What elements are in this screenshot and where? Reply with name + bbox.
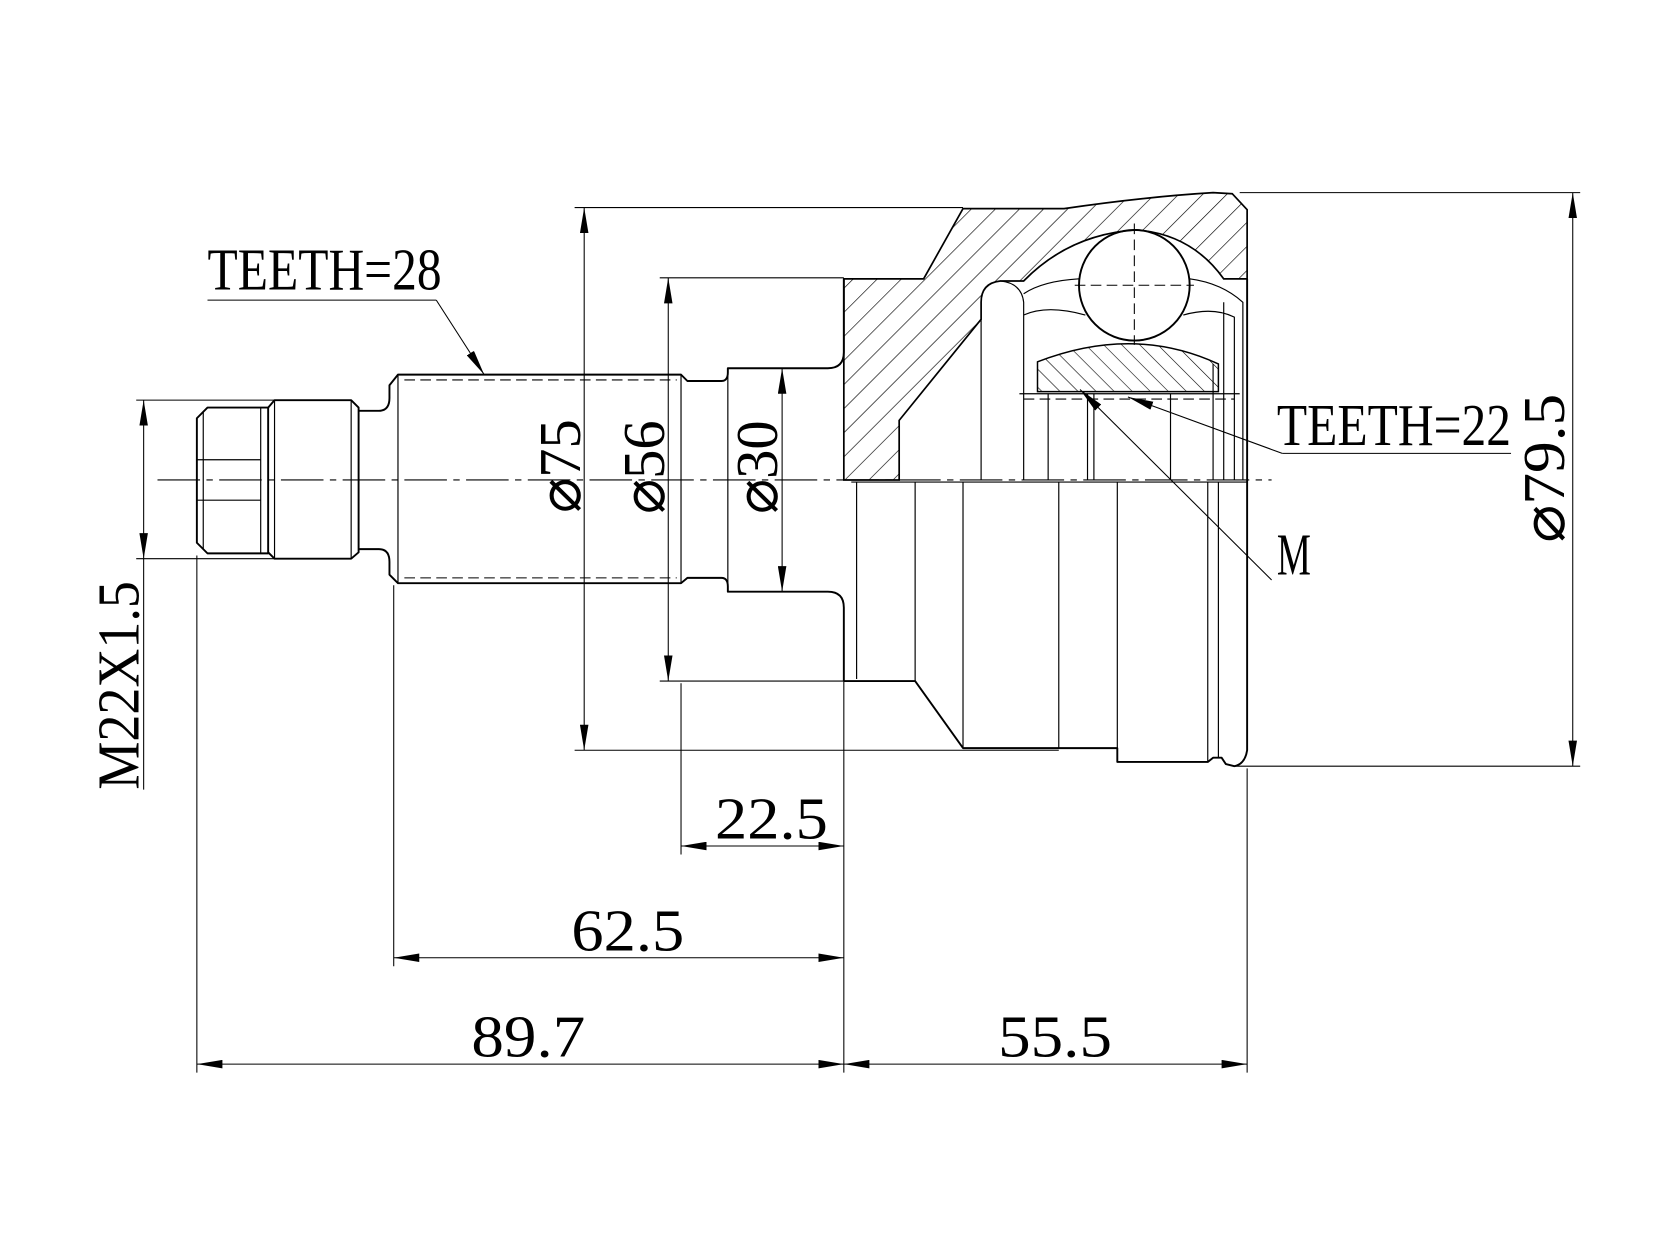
d79-label: ⌀79.5 [1511,394,1577,543]
l55-label: 55.5 [998,1004,1112,1070]
cage-left-bottom [1023,309,1086,316]
outer-race-section-hatch [842,191,1248,481]
l22-label: 22.5 [715,786,828,852]
teeth-22-label: TEETH=22 [1277,392,1511,458]
teeth-28-label: TEETH=28 [208,236,442,302]
inner-race-section [1036,343,1220,393]
l89-label: 89.7 [471,1004,585,1070]
d75-label: ⌀75 [527,419,593,513]
inner-stem-right [1000,280,1025,480]
teeth-22-leader [1127,396,1283,454]
collar-outline [267,399,360,560]
dimensions: M22X1.5 ⌀75 ⌀56 ⌀30 ⌀79.5 22.5 62.5 [85,192,1581,1073]
l62-label: 62.5 [571,897,684,963]
teeth-28-leader [435,299,485,375]
m-mark-leader [1079,389,1272,581]
d56-label: ⌀56 [611,420,677,514]
shaft [195,278,845,682]
d30-label: ⌀30 [724,420,790,514]
m-mark-label: M [1277,522,1311,588]
thread-size-label: M22X1.5 [85,581,151,790]
joint-internals [980,223,1244,480]
shaft-top-outline [358,278,845,412]
shaft-bottom-outline [358,548,845,682]
cage-right-bottom [1183,310,1235,480]
cage-left-top [1023,278,1080,295]
callouts: TEETH=28 TEETH=22 M [207,236,1511,588]
cage-right-top [1189,278,1244,480]
